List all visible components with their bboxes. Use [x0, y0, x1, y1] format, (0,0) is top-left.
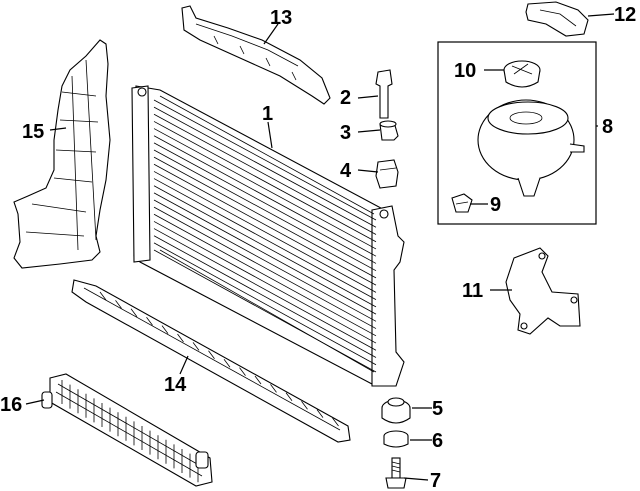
radiator-tube	[153, 242, 377, 366]
radiator-tube	[153, 128, 377, 250]
air-guide-rib	[208, 350, 215, 360]
callout-1: 1	[262, 103, 273, 125]
callout-7: 7	[430, 470, 441, 491]
part-12-cover	[525, 1, 589, 37]
callout-14: 14	[164, 374, 187, 396]
part-14-lower-air-guide	[71, 279, 351, 443]
leader-1	[267, 121, 273, 149]
part-5-lower-mount	[381, 397, 411, 424]
callout-3: 3	[340, 122, 351, 144]
leader-lines	[25, 13, 615, 481]
callout-6: 6	[432, 430, 443, 452]
air-guide-rib	[239, 367, 246, 376]
callout-4: 4	[340, 160, 352, 182]
radiator-tube	[153, 99, 377, 221]
radiator-tube	[153, 163, 377, 286]
radiator-tube	[153, 221, 377, 344]
callout-10: 10	[454, 60, 476, 82]
leader-15	[49, 127, 67, 131]
air-guide-rib	[301, 400, 308, 410]
radiator-tube	[153, 142, 377, 264]
part-8-expansion-tank	[477, 99, 585, 197]
callout-12: 12	[614, 4, 636, 26]
air-guide-rib	[99, 291, 107, 301]
air-guide-rib	[254, 375, 262, 385]
part-8-expansion-tank-group	[437, 41, 597, 225]
radiator-tube	[153, 213, 377, 337]
callout-16: 16	[0, 394, 22, 416]
part-1-radiator	[131, 85, 405, 387]
air-guide-rib	[316, 409, 324, 418]
leader-3	[357, 129, 381, 133]
part-16-auxiliary-cooler	[41, 373, 213, 487]
radiator-tube	[153, 156, 377, 279]
part-9-clip	[451, 193, 473, 213]
part-3-bushing	[379, 120, 399, 141]
callout-11: 11	[462, 280, 483, 302]
air-guide-rib	[177, 333, 184, 343]
radiator-tube	[153, 171, 377, 293]
leader-7	[403, 477, 429, 481]
air-guide-rib	[285, 392, 293, 402]
air-guide-rib	[332, 417, 339, 427]
part-11-bracket	[505, 247, 581, 335]
radiator-tube	[153, 113, 377, 235]
callouts: 1 2 3 4 5 6 7 8 9 10 11 12 13 14 15 16	[0, 4, 636, 491]
leader-16	[25, 399, 45, 405]
callout-13: 13	[270, 7, 292, 29]
radiator-tube	[153, 178, 377, 300]
callout-15: 15	[22, 121, 44, 143]
leader-13	[263, 23, 279, 45]
callout-2: 2	[340, 87, 351, 109]
air-guide-rib	[223, 358, 231, 368]
part-13-upper-bracket	[181, 5, 331, 105]
radiator-tube	[153, 135, 377, 257]
air-guide-rib	[130, 308, 138, 318]
part-6-bushing	[383, 430, 409, 448]
air-guide-rib	[161, 325, 169, 334]
air-guide-rib	[192, 342, 200, 351]
air-guide-rib	[146, 316, 153, 326]
radiator-tube	[153, 185, 377, 308]
radiator-tube	[153, 228, 377, 351]
part-2-mount-pin	[375, 69, 393, 119]
radiator-tube	[153, 206, 377, 329]
radiator-tube	[153, 121, 377, 243]
leader-12	[587, 13, 615, 17]
part-15-air-deflector	[13, 39, 111, 269]
radiator-tube	[153, 106, 377, 228]
air-guide-rib	[115, 300, 122, 309]
part-7-bolt	[385, 457, 407, 489]
radiator-tube	[153, 192, 377, 315]
callout-5: 5	[432, 398, 443, 420]
radiator-tube	[153, 235, 377, 358]
part-10-cap	[503, 60, 541, 88]
callout-9: 9	[490, 194, 501, 216]
leader-14	[179, 355, 189, 375]
callout-8: 8	[602, 116, 613, 138]
air-guide-ribs	[99, 291, 339, 427]
part-4-mount-grommet	[375, 159, 399, 189]
cooler-fins	[61, 380, 199, 483]
radiator-tube	[153, 199, 377, 322]
leader-4	[357, 169, 379, 173]
air-guide-rib	[270, 384, 277, 393]
radiator-tube	[153, 149, 377, 272]
leader-2	[357, 95, 379, 99]
